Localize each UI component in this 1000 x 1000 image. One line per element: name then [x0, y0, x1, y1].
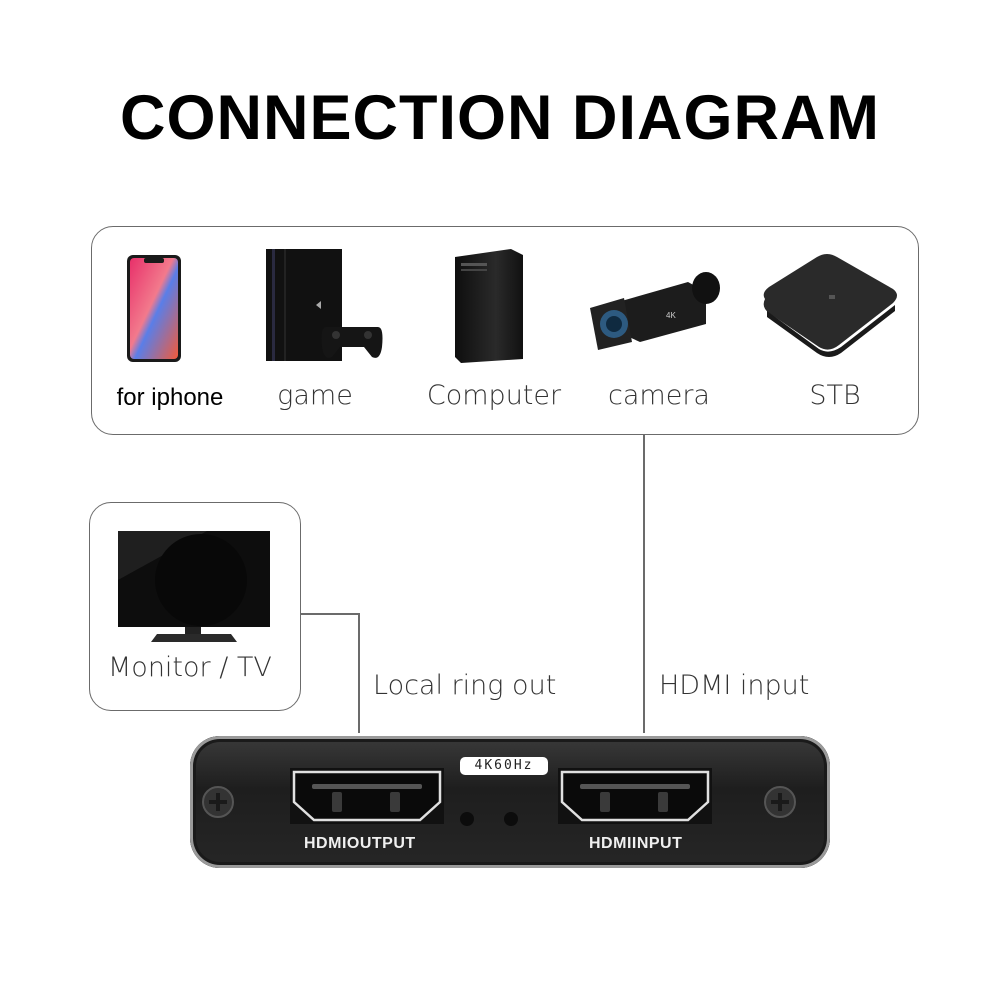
svg-text:4K: 4K: [666, 311, 676, 320]
hdmi-input-port-label: HDMIINPUT: [589, 835, 683, 852]
hdmi-input-port: [558, 768, 712, 824]
screw-right-icon: [764, 786, 796, 818]
led-indicator-1: [460, 812, 474, 826]
source-label-game: game: [277, 380, 353, 411]
led-indicator-2: [504, 812, 518, 826]
smartphone-icon: [127, 255, 181, 362]
source-label-camera: camera: [608, 380, 710, 411]
display-label: Monitor / TV: [108, 652, 272, 683]
source-label-stb: STB: [809, 380, 861, 411]
desktop-tower-icon: [455, 249, 523, 363]
screw-left-icon: [202, 786, 234, 818]
page-title: CONNECTION DIAGRAM: [120, 83, 880, 153]
hdmi-output-port: [290, 768, 444, 824]
camcorder-icon: 4K: [590, 272, 720, 350]
local-ring-out-label: Local ring out: [373, 670, 557, 701]
hdmi-capture-device: [190, 736, 830, 868]
hdmi-input-line: [643, 434, 645, 733]
hdmi-input-label: HDMI input: [659, 670, 810, 701]
game-console-icon: [266, 249, 383, 361]
ring-out-line-horizontal: [300, 613, 359, 615]
source-label-iphone: for iphone: [116, 384, 224, 411]
hdmi-output-label: HDMIOUTPUT: [304, 835, 416, 852]
set-top-box-icon: [763, 254, 897, 357]
resolution-badge: 4K60Hz: [460, 757, 548, 775]
source-label-computer: Computer: [426, 380, 562, 411]
monitor-icon: [118, 531, 270, 642]
ring-out-line-vertical: [358, 613, 360, 733]
